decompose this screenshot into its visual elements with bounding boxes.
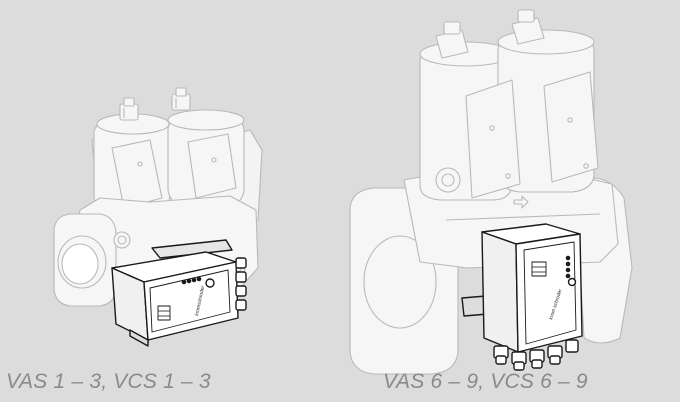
right-control-module: krom schroder [461,223,583,371]
caption-left: VAS 1 – 3, VCS 1 – 3 [6,370,211,393]
left-control-module: kromschroder [111,239,247,347]
caption-right: VAS 6 – 9, VCS 6 – 9 [383,370,588,393]
